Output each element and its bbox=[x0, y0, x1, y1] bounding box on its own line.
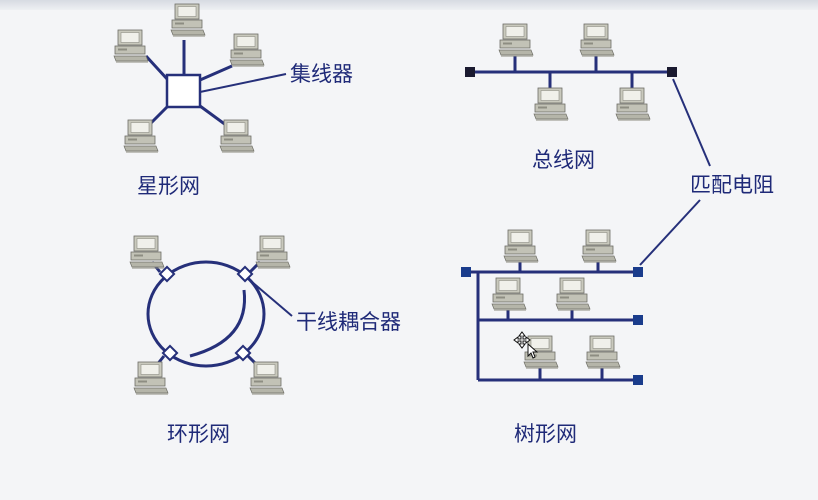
computer-icon bbox=[129, 235, 165, 270]
coupler-label: 干线耦合器 bbox=[296, 310, 401, 334]
ring-trunk bbox=[146, 260, 266, 368]
terminator-pointer bbox=[639, 199, 701, 266]
coupler-pointer bbox=[251, 281, 293, 317]
computer-icon bbox=[581, 229, 617, 264]
computer-icon bbox=[498, 23, 534, 58]
hub-pointer bbox=[199, 73, 287, 93]
computer-icon bbox=[491, 277, 527, 312]
move-cursor-icon bbox=[513, 331, 539, 359]
computer-icon bbox=[249, 361, 285, 396]
tree-network bbox=[466, 262, 638, 382]
computer-icon bbox=[113, 29, 149, 64]
terminator-icon bbox=[633, 315, 643, 325]
tree-network-title: 树形网 bbox=[514, 422, 577, 446]
terminator-label: 匹配电阻 bbox=[690, 173, 774, 197]
computer-icon bbox=[555, 277, 591, 312]
computer-icon bbox=[503, 229, 539, 264]
coupler-icon bbox=[234, 344, 252, 362]
terminator-icon bbox=[633, 267, 643, 277]
terminator-icon bbox=[667, 67, 677, 77]
ring-network-title: 环形网 bbox=[167, 422, 230, 446]
computer-icon bbox=[133, 361, 169, 396]
computer-icon bbox=[229, 33, 265, 68]
computer-icon bbox=[533, 87, 569, 122]
ring-direction-arc bbox=[189, 289, 247, 358]
coupler-icon bbox=[161, 344, 179, 362]
terminator-icon bbox=[633, 375, 643, 385]
bus-network-title: 总线网 bbox=[532, 148, 595, 172]
star-link bbox=[144, 54, 170, 82]
star-link bbox=[199, 64, 233, 82]
star-network-title: 星形网 bbox=[137, 174, 200, 198]
computer-icon bbox=[123, 119, 159, 154]
hub-label: 集线器 bbox=[290, 62, 353, 86]
window-top-edge bbox=[0, 0, 818, 10]
terminator-icon bbox=[465, 67, 475, 77]
computer-icon bbox=[579, 23, 615, 58]
computer-icon bbox=[255, 235, 291, 270]
computer-icon bbox=[170, 3, 206, 38]
computer-icon bbox=[615, 87, 651, 122]
hub-icon bbox=[165, 73, 202, 109]
computer-icon bbox=[585, 335, 621, 370]
terminator-icon bbox=[461, 267, 471, 277]
bus-network bbox=[470, 56, 711, 266]
computer-icon bbox=[219, 119, 255, 154]
coupler-icon bbox=[158, 265, 176, 283]
coupler-icon bbox=[236, 265, 254, 283]
terminator-pointer bbox=[672, 78, 711, 167]
